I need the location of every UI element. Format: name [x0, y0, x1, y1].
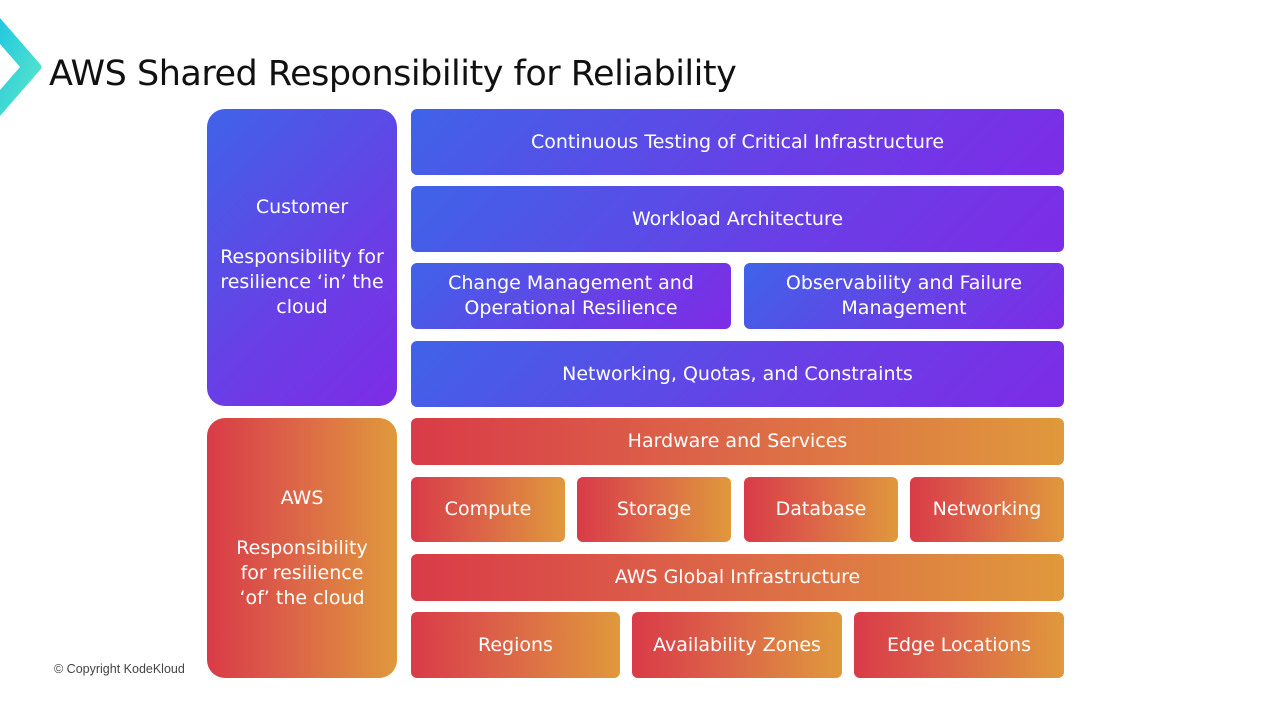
- service-storage: Storage: [577, 477, 731, 542]
- layer-change-management: Change Management and Operational Resili…: [411, 263, 731, 329]
- layer-workload-architecture: Workload Architecture: [411, 186, 1064, 252]
- service-compute: Compute: [411, 477, 565, 542]
- aws-heading: AWS: [280, 486, 324, 509]
- infra-edge-locations: Edge Locations: [854, 612, 1064, 678]
- copyright-text: © Copyright KodeKloud: [54, 662, 185, 676]
- layer-hardware-services: Hardware and Services: [411, 418, 1064, 465]
- service-database: Database: [744, 477, 898, 542]
- customer-responsibility-box: Customer Responsibility for resilience ‘…: [207, 109, 397, 406]
- infra-regions: Regions: [411, 612, 620, 678]
- customer-description: Responsibility for resilience ‘in’ the c…: [220, 246, 384, 318]
- customer-heading: Customer: [255, 196, 349, 218]
- layer-continuous-testing: Continuous Testing of Critical Infrastru…: [411, 109, 1064, 175]
- infra-availability-zones: Availability Zones: [632, 612, 842, 678]
- kodekloud-logo-icon: [0, 18, 42, 116]
- aws-responsibility-box: AWS Responsibility for resilience ‘of’ t…: [207, 418, 397, 678]
- page-title: AWS Shared Responsibility for Reliabilit…: [49, 54, 737, 94]
- service-networking: Networking: [910, 477, 1064, 542]
- aws-description: Responsibility for resilience ‘of’ the c…: [236, 536, 368, 609]
- layer-networking-quotas: Networking, Quotas, and Constraints: [411, 341, 1064, 407]
- layer-global-infrastructure: AWS Global Infrastructure: [411, 554, 1064, 601]
- layer-observability: Observability and Failure Management: [744, 263, 1064, 329]
